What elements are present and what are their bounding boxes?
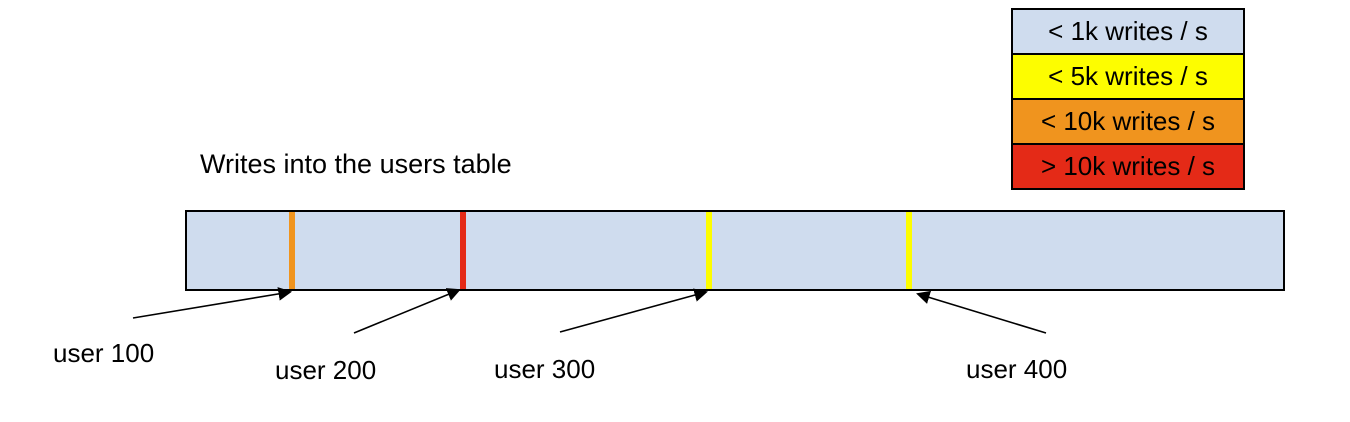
label-user-200: user 200: [275, 355, 377, 385]
marker-user-200: [460, 212, 467, 289]
legend-item-label: < 1k writes / s: [1048, 16, 1208, 46]
legend-item-lt-5k: < 5k writes / s: [1011, 53, 1245, 100]
arrow-user-200: [353, 288, 461, 334]
legend-item-lt-10k: < 10k writes / s: [1011, 98, 1245, 145]
label-user-100: user 100: [53, 338, 155, 368]
arrow-user-100: [132, 287, 293, 319]
arrow-user-400: [916, 290, 1047, 334]
marker-user-300: [705, 212, 712, 289]
label-user-300: user 300: [494, 354, 596, 384]
legend-item-label: > 10k writes / s: [1040, 151, 1216, 181]
users-table-bar: [185, 210, 1285, 291]
legend-item-label: < 10k writes / s: [1040, 106, 1216, 136]
arrow-user-300: [559, 288, 708, 333]
label-user-400: user 400: [966, 354, 1068, 384]
marker-user-100: [289, 212, 296, 289]
marker-user-400: [906, 212, 913, 289]
legend-item-label: < 5k writes / s: [1048, 61, 1208, 91]
legend: < 1k writes / s < 5k writes / s < 10k wr…: [1011, 8, 1245, 190]
legend-item-gt-10k: > 10k writes / s: [1011, 143, 1245, 190]
diagram-title: Writes into the users table: [200, 149, 512, 179]
legend-item-lt-1k: < 1k writes / s: [1011, 8, 1245, 55]
